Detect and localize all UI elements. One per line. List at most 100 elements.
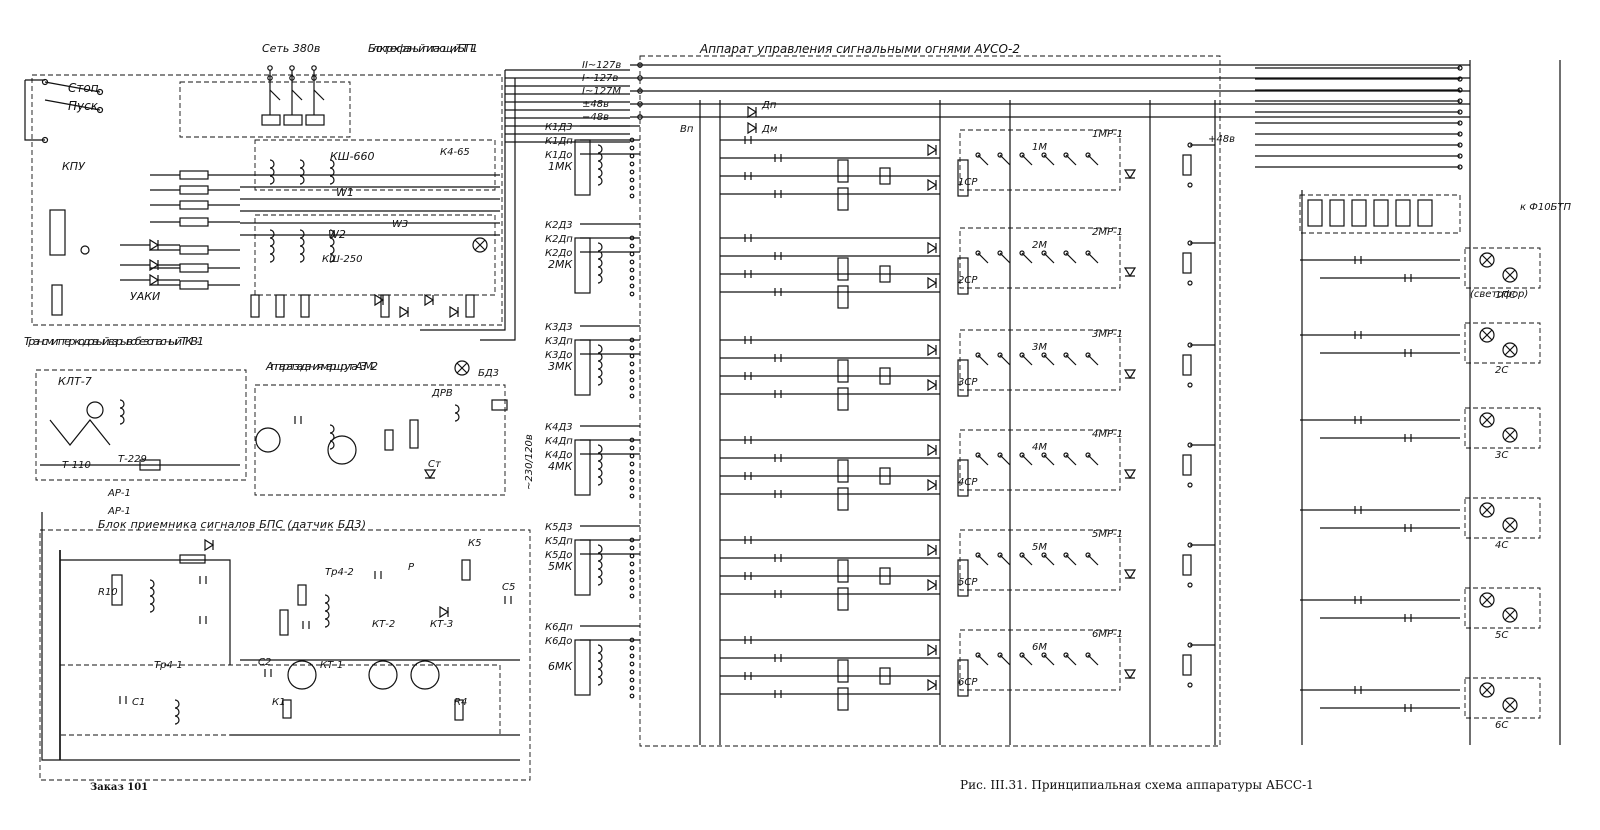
w2-label: W2 xyxy=(328,228,346,241)
term xyxy=(629,469,635,475)
seq-contact xyxy=(1019,452,1025,458)
seq-contact xyxy=(1063,652,1069,658)
power-block-label: Блок трехфазный питающий БТП-1 xyxy=(368,42,478,55)
term xyxy=(629,169,635,175)
term xyxy=(629,259,635,265)
sr-block xyxy=(957,257,969,295)
seq-contact xyxy=(975,152,981,158)
receiver-block-frame xyxy=(39,529,531,781)
m-label: 5М xyxy=(1032,542,1047,553)
timer-relay xyxy=(837,359,849,383)
timer-relay xyxy=(837,257,849,281)
supply-line-label: I~127в xyxy=(582,73,618,84)
term xyxy=(629,577,635,583)
route-apparatus-frame xyxy=(254,384,506,496)
wire xyxy=(44,81,101,93)
diode xyxy=(149,238,160,252)
switch-blade xyxy=(269,89,281,101)
seq-contact-blade xyxy=(1043,354,1055,366)
right-term xyxy=(1457,142,1463,148)
right-relay xyxy=(1182,154,1192,176)
sr-block xyxy=(957,659,969,697)
lamp-label: 2С xyxy=(1495,365,1508,376)
transmitter-wire xyxy=(49,419,111,446)
lamp-bottom xyxy=(1504,609,1516,621)
resistor-c xyxy=(409,419,419,449)
ladder-diode xyxy=(927,578,938,592)
ladder-diode xyxy=(927,543,938,557)
m-label: 6М xyxy=(1032,642,1047,653)
yaki-label: УАКИ xyxy=(130,290,160,303)
seq-contact-blade xyxy=(999,354,1011,366)
lamp-frame xyxy=(1464,497,1541,539)
seq-contact-blade xyxy=(977,252,989,264)
lamp-top xyxy=(1481,594,1493,606)
fuse xyxy=(305,114,325,126)
vp-label: Вп xyxy=(680,124,694,135)
left-bus xyxy=(24,79,45,141)
seq-contact xyxy=(1019,652,1025,658)
out-terminal xyxy=(1187,382,1193,388)
klt-label: КЛТ-7 xyxy=(58,375,92,388)
lamp-top xyxy=(1479,252,1495,268)
k-label: К4Д3 xyxy=(545,422,573,433)
sr-block xyxy=(957,459,969,497)
drv-label: ДРВ xyxy=(431,388,453,399)
transformer-coil xyxy=(329,159,335,185)
relay-coil-block xyxy=(574,539,591,596)
rheostat xyxy=(49,209,66,256)
transmitter-frame xyxy=(35,369,247,481)
seq-contact-blade xyxy=(1021,354,1033,366)
transformer-coil xyxy=(269,229,275,263)
term xyxy=(629,275,635,281)
timer-relay xyxy=(837,159,849,183)
relay-rp xyxy=(879,467,891,485)
lamp-bottom xyxy=(1504,429,1516,441)
right-relay xyxy=(1417,199,1433,227)
out-terminal xyxy=(1187,240,1193,246)
term xyxy=(629,545,635,551)
right-term xyxy=(1457,65,1463,71)
relay-p xyxy=(80,245,90,255)
sr-label: 3СР xyxy=(958,377,978,388)
m-label: 4М xyxy=(1032,442,1047,453)
supply-index: 5 xyxy=(644,118,645,119)
tr42-coil xyxy=(324,594,330,628)
channel-label: 3МК xyxy=(548,360,573,373)
tr41-label: Тр4-1 xyxy=(154,660,183,671)
route-apparatus-label: Аппарат задания маршрута АЗМ-2 xyxy=(265,360,378,373)
relay-rp xyxy=(879,265,891,283)
ksh660-label: КШ-660 xyxy=(330,150,375,163)
resistor-k1 xyxy=(282,699,292,719)
supply-line-label: II~127в xyxy=(582,60,621,71)
diode xyxy=(149,273,160,287)
lamp-frame xyxy=(1464,587,1541,629)
seq-contact-blade xyxy=(1065,654,1077,666)
term xyxy=(629,377,635,383)
right-relay xyxy=(1351,199,1367,227)
seq-contact xyxy=(1063,250,1069,256)
lamp-bottom xyxy=(1502,607,1518,623)
term xyxy=(629,453,635,459)
transformer-coil xyxy=(329,229,335,263)
resistor xyxy=(179,280,209,290)
ladder-diode xyxy=(927,478,938,492)
receiver-top-bus xyxy=(60,559,231,665)
k-label: К4Дп xyxy=(545,436,573,447)
resistor-k5 xyxy=(461,559,471,581)
channel-label: 4МК xyxy=(548,460,573,473)
seq-contact-blade xyxy=(1065,554,1077,566)
stop-label: Стоп xyxy=(68,81,99,95)
supply-index: 2 xyxy=(644,79,645,80)
seq-contact-blade xyxy=(999,454,1011,466)
w1-label: W1 xyxy=(336,186,354,199)
seq-contact xyxy=(1041,652,1047,658)
seq-contact-blade xyxy=(1043,454,1055,466)
diode-d xyxy=(439,605,450,619)
seq-contact xyxy=(997,250,1003,256)
sr-block xyxy=(957,359,969,397)
fuse xyxy=(300,294,310,318)
seq-contact-blade xyxy=(977,354,989,366)
right-term xyxy=(1457,153,1463,159)
term xyxy=(629,493,635,499)
